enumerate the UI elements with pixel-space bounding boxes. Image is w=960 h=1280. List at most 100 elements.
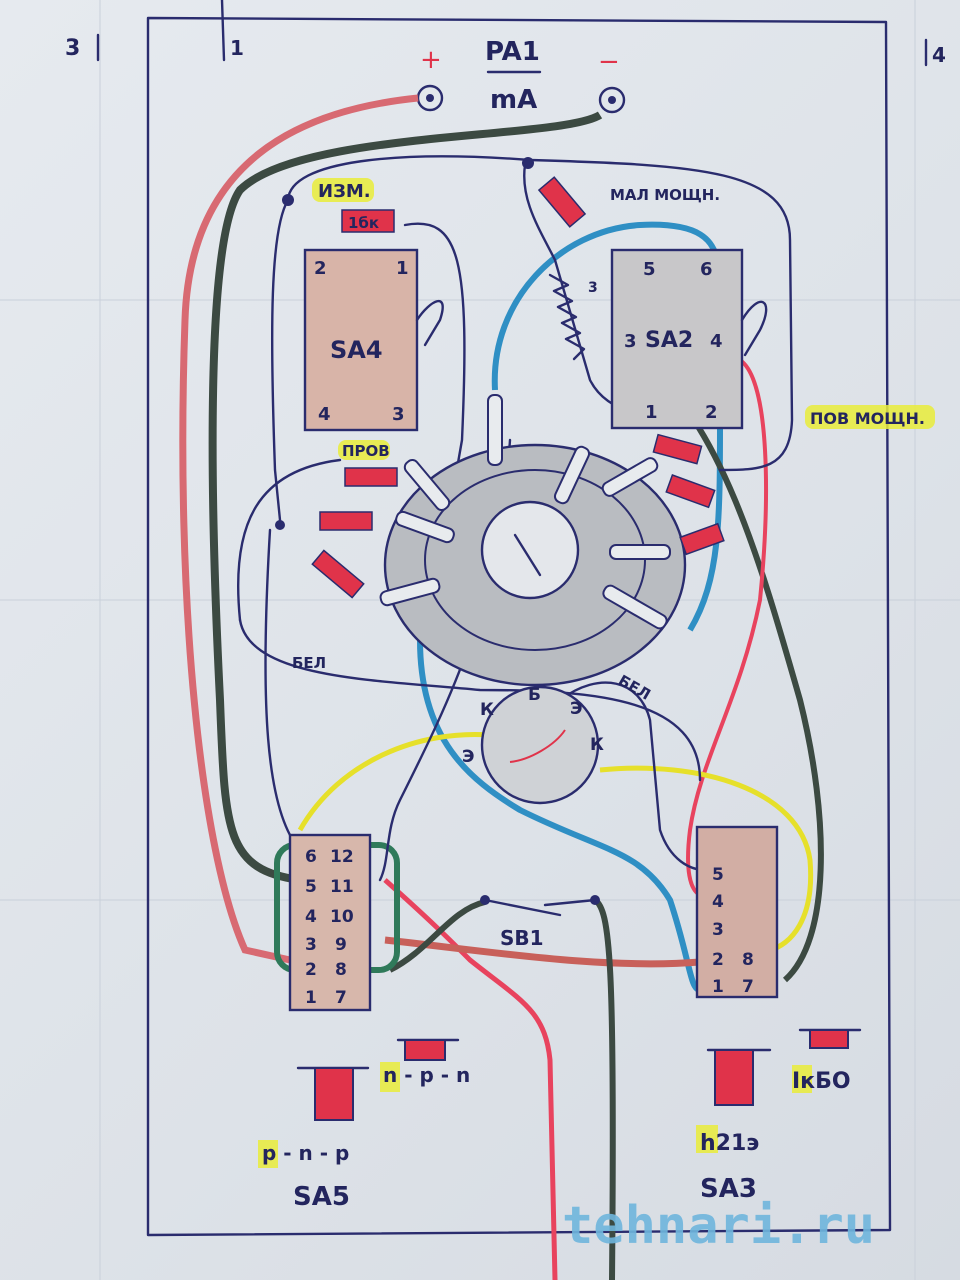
meter-unit: mA (490, 85, 537, 115)
sa4-label: SA4 (330, 336, 383, 364)
wire-red-sa2 (686, 358, 768, 897)
resistor-top (341, 209, 395, 233)
resistor (679, 522, 725, 556)
pin-label: 12 (330, 847, 354, 867)
pin-label: 4 (710, 331, 723, 352)
sa3-button-h21[interactable] (706, 1048, 772, 1106)
pin-label: 3 (392, 404, 405, 425)
pin-label: 4 (305, 907, 317, 927)
pin-label: 4 (318, 404, 331, 425)
wire-sa5-left (264, 528, 302, 852)
highlight (805, 405, 935, 429)
pin-label: 10 (330, 907, 354, 927)
pin-label: 7 (742, 977, 754, 997)
junction-dot (275, 520, 285, 530)
pin-label: 1 (396, 258, 409, 279)
wire-sa4-left (270, 198, 290, 522)
wire-bel-right (558, 681, 707, 872)
wire-pink-output (383, 878, 558, 1280)
wire-yellow-left (297, 731, 491, 832)
junction-dot (282, 194, 294, 206)
highlight (338, 440, 390, 460)
resistor (652, 433, 703, 465)
wire-sa4-right (403, 222, 466, 482)
pin-label: 2 (314, 258, 327, 279)
sa3-label: SA3 (700, 1174, 757, 1204)
socket-pin-label: Э (462, 747, 474, 767)
spring-resistor (548, 273, 586, 361)
low-power-label: МАЛ МОЩН. (610, 186, 720, 204)
wire-left-loop (236, 458, 342, 622)
minus-sign: − (598, 47, 620, 77)
check-label: ПРОВ (342, 442, 390, 460)
watermark: tehnari.ru (562, 1196, 875, 1256)
pnp-label: p - n - p (262, 1141, 349, 1165)
margin-mark: 1 (230, 36, 244, 60)
wire-dark-sa2 (638, 357, 824, 983)
h21-label: h21э (700, 1131, 759, 1156)
pin-label: 5 (712, 865, 724, 885)
frame (146, 16, 892, 1237)
wire-dark-output (593, 897, 616, 1280)
pin-label: 2 (712, 950, 724, 970)
white-wire-label: БЕЛ (292, 654, 326, 672)
sa3-button-ikbo[interactable] (798, 1028, 862, 1049)
highlight (258, 1140, 278, 1168)
rotary-switch[interactable] (379, 394, 687, 687)
switch-sa3[interactable]: 1 2 3 4 5 7 8 (695, 825, 779, 999)
npn-label: n - p - n (383, 1063, 470, 1087)
high-power-label: ПОВ МОЩН. (810, 409, 925, 428)
margin-mark: 3 (65, 36, 80, 61)
resistor (311, 549, 365, 599)
sa5-label: SA5 (293, 1182, 350, 1212)
pin-label: 8 (335, 960, 347, 980)
pin-label: 3 (624, 331, 637, 352)
pin-label: 4 (712, 892, 724, 912)
wire-dark-sb1 (388, 899, 486, 973)
pin-label: 1 (305, 988, 317, 1008)
socket-pin-label: К (480, 700, 494, 720)
wire-red-meter-plus (179, 94, 419, 964)
sb1-contact (480, 895, 490, 905)
sa5-button-npn[interactable] (396, 1038, 460, 1061)
junction-dot (522, 157, 534, 169)
wire-blue-bottom (417, 639, 701, 993)
margin-mark: 4 (932, 43, 946, 67)
switch-sa5[interactable]: 1 2 3 4 5 6 7 8 9 10 11 12 (288, 833, 372, 1012)
pin-label: 9 (335, 935, 347, 955)
meter-name: PA1 (485, 37, 540, 67)
switch-sa2[interactable]: SA2 1 2 3 4 5 6 (610, 248, 768, 430)
pin-label: 5 (643, 259, 656, 280)
sb1-contact (590, 895, 600, 905)
ikbo-label: IкБО (792, 1069, 851, 1094)
wire-top-loop (286, 155, 794, 472)
pin-label: 2 (305, 960, 317, 980)
switch-sa4[interactable]: SA4 1 2 3 4 (303, 248, 444, 432)
wire-yellow-right (599, 765, 814, 953)
resistor (319, 511, 373, 531)
spring-label: 3 (588, 280, 598, 296)
sb1-label: SB1 (500, 926, 544, 950)
measure-label: ИЗМ. (318, 181, 371, 202)
socket-pin-label: К (590, 735, 604, 755)
transistor-socket[interactable]: К Б Э Э К (462, 685, 604, 805)
highlight (696, 1125, 718, 1153)
pin-label: 3 (712, 920, 724, 940)
resistor-sa2 (537, 176, 587, 228)
highlight (380, 1062, 400, 1092)
wire-sb1-contact (483, 898, 597, 917)
pin-label: 5 (305, 877, 317, 897)
meter-terminal-plus (416, 84, 444, 112)
wire-bel-left (238, 618, 702, 782)
wire-blue-top (491, 221, 721, 391)
pin-label: 11 (330, 877, 354, 897)
pin-label: 6 (700, 259, 713, 280)
plus-sign: + (420, 45, 442, 75)
highlight (792, 1065, 812, 1093)
pin-label: 1 (712, 977, 724, 997)
white-wire-label: БЕЛ (615, 671, 654, 704)
sa5-button-pnp[interactable] (296, 1066, 370, 1121)
pin-label: 3 (305, 935, 317, 955)
